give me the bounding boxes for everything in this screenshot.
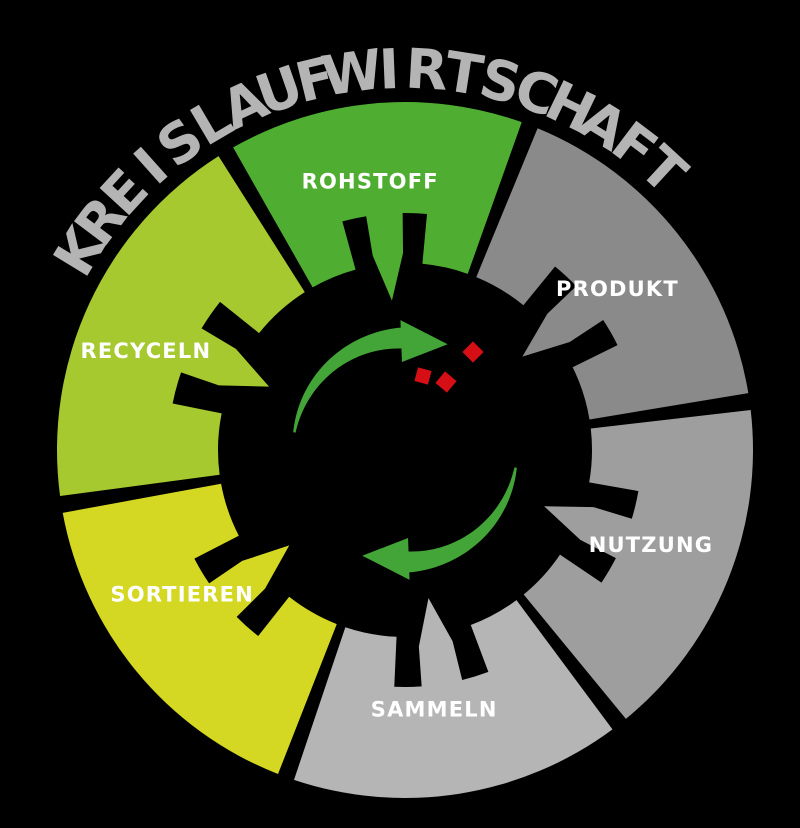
wheel-segments [57,101,753,798]
material-diamond-3 [435,371,457,393]
cycle-arrows [293,320,517,580]
segment-label-recyceln: RECYCELN [81,339,212,363]
cycle-arrow-top [293,320,448,433]
segment-label-sammeln: SAMMELN [371,697,498,721]
title-letter: W [317,37,386,109]
title-letter: R [404,36,450,102]
segment-sammeln [294,598,613,798]
material-diamond-2 [414,367,432,385]
segment-rohstoff [233,101,522,301]
segment-labels: ROHSTOFF PRODUKT NUTZUNG SAMMELN SORTIEREN RE… [81,169,713,721]
segment-label-produkt: PRODUKT [556,277,679,301]
segment-label-nutzung: NUTZUNG [589,533,713,557]
cycle-arrow-bottom [362,467,517,580]
segment-label-rohstoff: ROHSTOFF [302,169,439,193]
segment-produkt [476,128,749,420]
segment-label-sortieren: SORTIEREN [110,582,254,606]
title-letter: I [378,37,401,102]
segment-nutzung [523,410,753,719]
segment-recyceln [57,156,305,497]
segment-sortieren [62,483,337,775]
